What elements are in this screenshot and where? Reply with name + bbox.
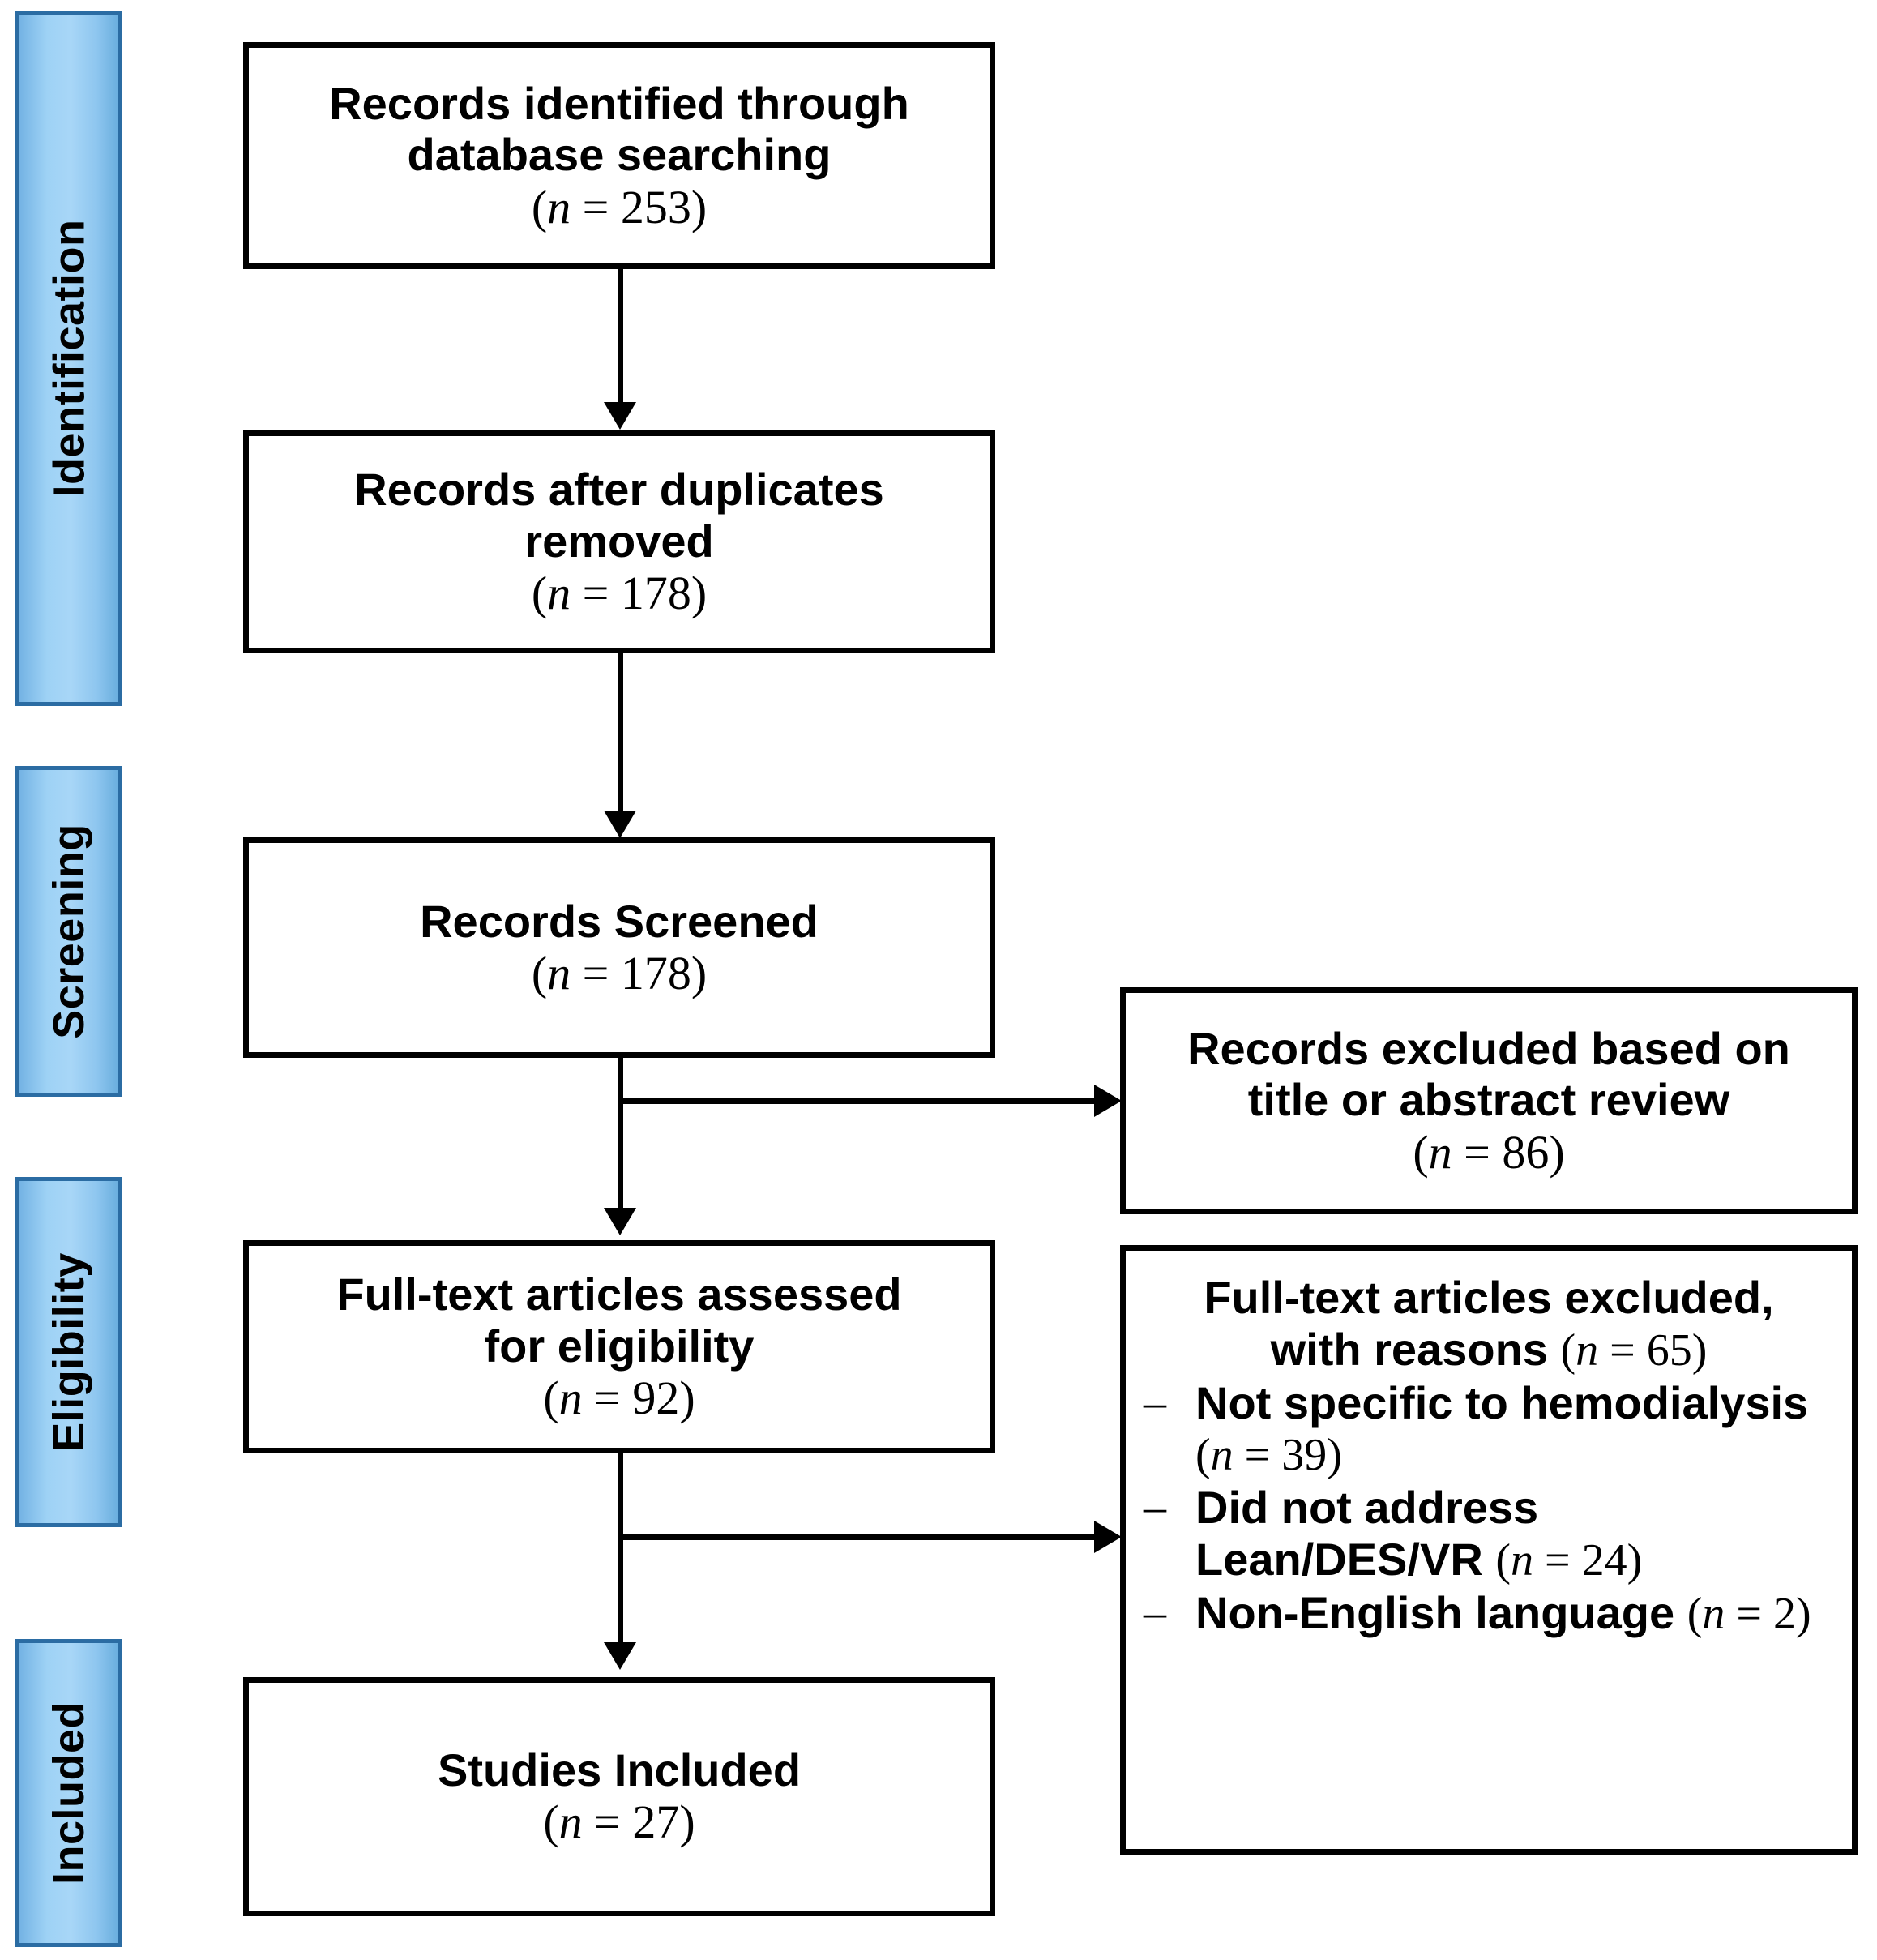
records-screened-line1: Records Screened [420, 895, 819, 947]
bullet-dash-icon: – [1144, 1586, 1166, 1637]
fulltext-excluded-head-line2: with reasons (n = 65) [1270, 1323, 1708, 1376]
records-excluded-line2: title or abstract review [1247, 1074, 1730, 1126]
connector-screened-to-excluded [618, 1098, 1099, 1104]
box-studies-included: Studies Included (n = 27) [243, 1677, 995, 1916]
box-records-excluded: Records excluded based on title or abstr… [1120, 987, 1858, 1214]
exclusion-reason-item: – Not specific to hemodialysis (n = 39) [1144, 1377, 1834, 1483]
phase-label-eligibility: Eligibility [45, 1252, 93, 1452]
arrowhead-screened-to-excluded [1094, 1085, 1122, 1117]
records-after-duplicates-count: (n = 178) [531, 567, 708, 619]
bullet-dash-icon: – [1144, 1482, 1166, 1533]
fulltext-assessed-count: (n = 92) [543, 1372, 695, 1424]
records-identified-count: (n = 253) [531, 180, 708, 233]
studies-included-count: (n = 27) [543, 1795, 695, 1849]
phase-bar-screening: Screening [15, 766, 122, 1097]
box-fulltext-excluded-reasons: Full-text articles excluded, with reason… [1120, 1245, 1858, 1855]
connector-screened-to-fulltext [618, 1058, 623, 1220]
exclusion-reason-item: – Non-English language (n = 2) [1144, 1587, 1834, 1641]
phase-label-included: Included [45, 1701, 94, 1885]
phase-label-screening: Screening [45, 824, 93, 1039]
box-fulltext-assessed: Full-text articles assessed for eligibil… [243, 1240, 995, 1453]
box-records-identified: Records identified through database sear… [243, 42, 995, 269]
connector-fulltext-to-excluded-reasons [618, 1534, 1099, 1540]
fulltext-excluded-head-line1: Full-text articles excluded, [1204, 1272, 1774, 1323]
connector-fulltext-to-included [618, 1453, 623, 1654]
box-records-screened: Records Screened (n = 178) [243, 837, 995, 1058]
fulltext-assessed-line1: Full-text articles assessed [336, 1269, 902, 1320]
records-screened-count: (n = 178) [531, 946, 708, 999]
records-identified-line2: database searching [407, 129, 832, 181]
arrowhead-identified-to-duplicates [604, 402, 636, 430]
exclusion-reason-text: Non-English language (n = 2) [1195, 1586, 1811, 1639]
phase-bar-included: Included [15, 1639, 122, 1947]
records-after-duplicates-line1: Records after duplicates [354, 464, 884, 516]
records-identified-line1: Records identified through [329, 77, 909, 129]
bullet-dash-icon: – [1144, 1376, 1166, 1427]
exclusion-reason-item: – Did not address Lean/DES/VR (n = 24) [1144, 1482, 1834, 1587]
phase-bar-eligibility: Eligibility [15, 1177, 122, 1527]
phase-label-identification: Identification [45, 219, 93, 498]
records-excluded-line1: Records excluded based on [1187, 1022, 1790, 1074]
exclusion-reason-text: Did not address Lean/DES/VR (n = 24) [1195, 1482, 1643, 1586]
arrowhead-screened-to-fulltext [604, 1208, 636, 1235]
box-records-after-duplicates: Records after duplicates removed (n = 17… [243, 430, 995, 653]
studies-included-line1: Studies Included [437, 1744, 802, 1796]
connector-duplicates-to-screened [618, 653, 623, 822]
arrowhead-duplicates-to-screened [604, 811, 636, 838]
connector-identified-to-duplicates [618, 269, 623, 412]
phase-bar-identification: Identification [15, 11, 122, 706]
arrowhead-fulltext-to-excluded-reasons [1094, 1521, 1122, 1553]
arrowhead-fulltext-to-included [604, 1642, 636, 1670]
exclusion-reason-text: Not specific to hemodialysis (n = 39) [1195, 1376, 1809, 1481]
records-excluded-count: (n = 86) [1413, 1125, 1565, 1179]
fulltext-assessed-line2: for eligibility [484, 1320, 755, 1372]
records-after-duplicates-line2: removed [524, 515, 714, 567]
